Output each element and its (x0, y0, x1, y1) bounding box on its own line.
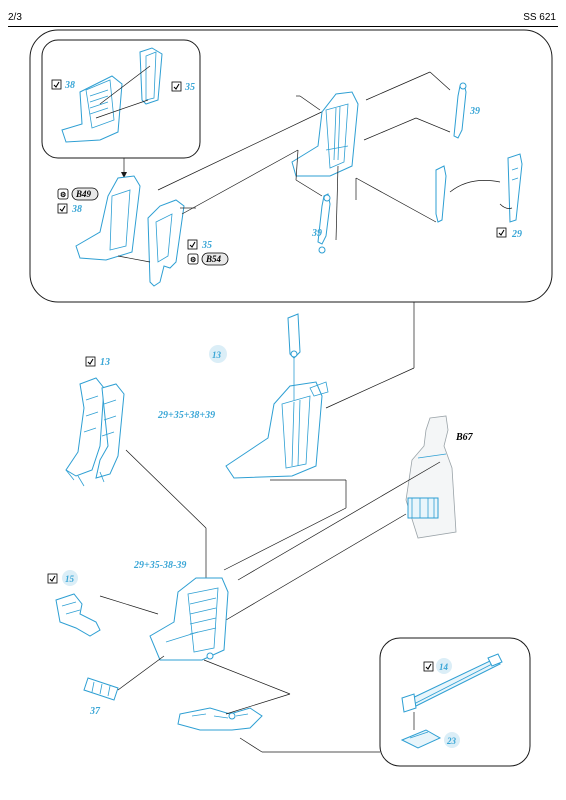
lower-inset-frame (379, 637, 531, 767)
part-29 (435, 153, 523, 223)
label-38-left: 38 (57, 203, 82, 215)
strap-39-upper (453, 82, 467, 139)
svg-text:13: 13 (100, 357, 110, 368)
header-rule (8, 26, 558, 27)
label-combo-1: 29+35+38+39 (157, 410, 215, 421)
svg-text:38: 38 (64, 80, 75, 91)
middle-seat (225, 313, 329, 479)
part-37 (83, 677, 119, 701)
label-15: 15 (47, 570, 78, 586)
upper-frame (29, 29, 553, 303)
part-15 (55, 593, 101, 637)
panel-B67 (405, 415, 457, 539)
svg-text:B54: B54 (205, 254, 222, 264)
svg-text:35: 35 (201, 240, 212, 251)
label-14: 14 (423, 658, 452, 674)
svg-text:14: 14 (439, 662, 449, 672)
svg-text:35: 35 (184, 82, 195, 93)
label-35-inset: 35 (171, 81, 195, 93)
part-23 (400, 729, 442, 749)
left-seat-assembly (75, 175, 185, 287)
svg-text:B49: B49 (75, 189, 92, 199)
label-37: 37 (89, 706, 101, 717)
inset-seat-part (61, 75, 123, 143)
inset-backplate-part (139, 47, 163, 105)
label-B49: ⚙ B49 (57, 187, 99, 201)
upper-right-seat (291, 91, 359, 177)
svg-text:15: 15 (65, 574, 75, 584)
label-B54: ⚙ B54 (187, 252, 229, 266)
label-combo-2: 29+35-38-39 (133, 560, 186, 571)
harness-part-13 (65, 377, 125, 487)
svg-text:⚙: ⚙ (190, 256, 196, 264)
svg-text:13: 13 (212, 350, 222, 360)
svg-text:⚙: ⚙ (60, 191, 66, 199)
label-35-left: 35 (187, 239, 212, 251)
inset-frame (41, 39, 201, 159)
label-23: 23 (444, 732, 460, 748)
part-14 (401, 653, 503, 713)
label-13-b: 13 (209, 345, 227, 363)
label-B67: B67 (455, 432, 474, 443)
label-29: 29 (496, 227, 522, 240)
svg-text:29: 29 (511, 229, 522, 240)
label-13-a: 13 (85, 356, 110, 368)
label-39-lower: 39 (311, 228, 322, 239)
label-38-inset: 38 (51, 79, 75, 91)
svg-text:23: 23 (446, 736, 457, 746)
strap-39-lower (317, 193, 331, 254)
page-number: 2/3 (8, 12, 22, 23)
svg-text:38: 38 (71, 204, 82, 215)
label-39-upper: 39 (469, 106, 480, 117)
lower-strap-assembly (177, 707, 263, 731)
sheet-code: SS 621 (523, 12, 556, 23)
bottom-seat (149, 577, 229, 661)
